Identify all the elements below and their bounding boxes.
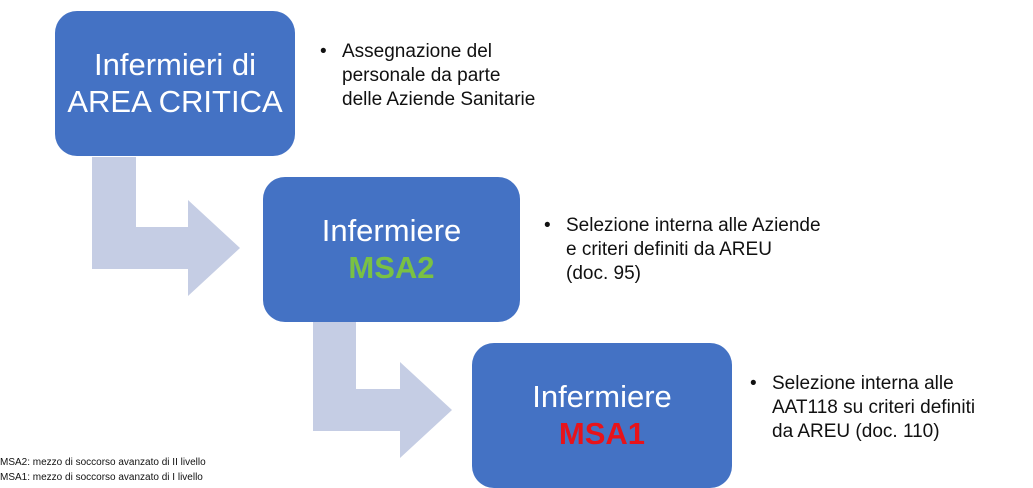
step-description-list: Selezione interna alle AAT118 su criteri… (748, 372, 975, 443)
step-title-line: Infermiere (532, 378, 672, 414)
step-box-area-critica: Infermieri di AREA CRITICA (55, 11, 295, 156)
description-line: e criteri definiti da AREU (566, 238, 772, 260)
step-title-line: Infermieri di (94, 46, 256, 82)
step-description-item: Assegnazione del personale da parte dell… (318, 40, 535, 111)
step-box-msa1: Infermiere MSA1 (472, 343, 732, 488)
level-label-msa1: MSA1 (558, 415, 646, 451)
description-line: personale da parte (342, 64, 501, 86)
bent-arrow-right-icon (92, 157, 240, 296)
description-line: Assegnazione del (342, 41, 492, 62)
step-description-item: Selezione interna alle AAT118 su criteri… (748, 372, 975, 443)
step-description-list: Selezione interna alle Aziende e criteri… (542, 214, 821, 285)
description-line: delle Aziende Sanitarie (342, 88, 536, 110)
description-line: Selezione interna alle (772, 373, 954, 394)
description-line: (doc. 95) (566, 262, 641, 284)
footnote-msa1: MSA1: mezzo di soccorso avanzato di I li… (0, 472, 203, 483)
description-line: AAT118 su criteri definiti (772, 396, 976, 418)
step-description-item: Selezione interna alle Aziende e criteri… (542, 214, 821, 285)
level-label-msa2: MSA2 (348, 249, 435, 285)
description-line: Selezione interna alle Aziende (566, 215, 821, 236)
step-title-line: Infermiere (321, 212, 462, 248)
step-box-msa2: Infermiere MSA2 (263, 177, 520, 322)
footnote-msa2: MSA2: mezzo di soccorso avanzato di II l… (0, 457, 206, 468)
description-line: da AREU (doc. 110) (772, 420, 940, 442)
step-title-line: AREA CRITICA (67, 83, 283, 119)
step-description-list: Assegnazione del personale da parte dell… (318, 40, 535, 111)
bent-arrow-right-icon (313, 322, 452, 458)
